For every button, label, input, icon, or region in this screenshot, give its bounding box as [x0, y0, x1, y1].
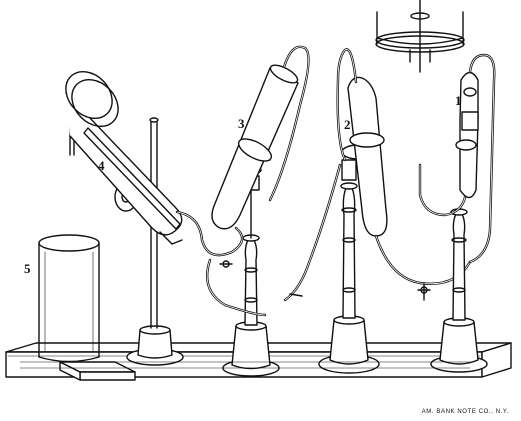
retort-stand-4 [59, 71, 184, 381]
label-1: 1 [455, 93, 462, 108]
engraver-credit: AM. BANK NOTE CO., N.Y. [421, 409, 509, 415]
hanging-vessel [375, 0, 465, 73]
stand-3 [205, 45, 310, 377]
board-hatching [19, 361, 471, 369]
stand-1 [418, 53, 496, 373]
label-2: 2 [344, 117, 351, 132]
stand-2 [283, 48, 472, 374]
label-5: 5 [24, 261, 31, 276]
label-3: 3 [238, 116, 245, 131]
label-4: 4 [98, 158, 105, 173]
